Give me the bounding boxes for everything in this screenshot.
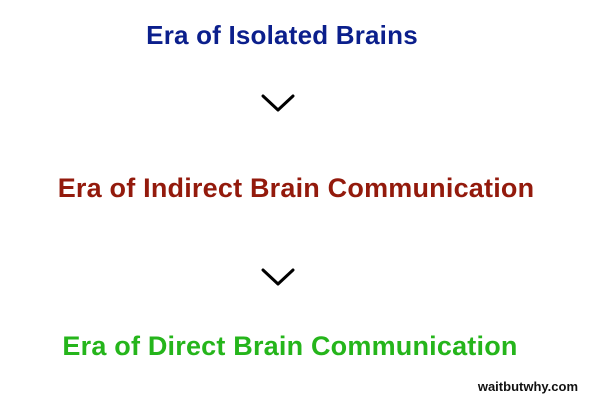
stage-direct-brain-communication: Era of Direct Brain Communication [62,331,518,361]
chevron-down-icon [261,268,295,286]
source-credit: waitbutwhy.com [477,379,578,394]
stage-indirect-brain-communication: Era of Indirect Brain Communication [57,173,535,203]
chevron-down-icon [261,94,295,112]
stage-isolated-brains: Era of Isolated Brains [146,20,418,50]
